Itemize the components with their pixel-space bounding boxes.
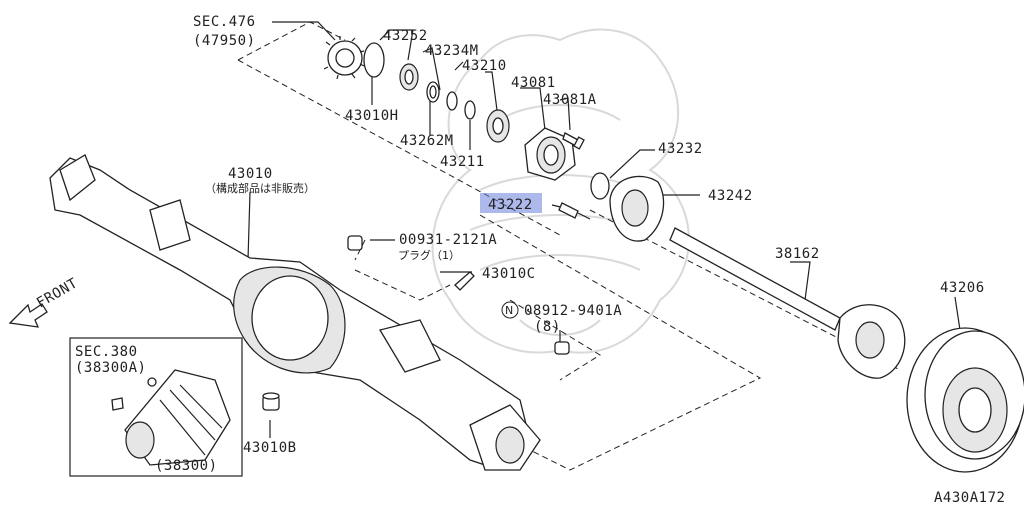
part-43010b-plug[interactable] (262, 392, 280, 411)
part-43242-backing-plate[interactable] (609, 175, 665, 242)
label-43242[interactable]: 43242 (708, 188, 753, 204)
label-sec380[interactable]: SEC.380 (75, 344, 138, 360)
part-00931-plug[interactable] (347, 235, 363, 251)
part-43222-stud[interactable] (558, 202, 591, 220)
label-43081a[interactable]: 43081A (543, 92, 597, 108)
label-qty8: (8) (534, 319, 561, 335)
part-43081a-bolt[interactable] (562, 132, 585, 150)
part-43010c-breather[interactable] (454, 271, 475, 291)
label-43010h[interactable]: 43010H (345, 108, 399, 124)
part-08912-nut[interactable] (554, 341, 570, 355)
label-43010-note: （構成部品は非販売） (205, 181, 315, 195)
label-43232[interactable]: 43232 (658, 141, 703, 157)
label-38300[interactable]: (38300) (155, 458, 218, 474)
label-43081[interactable]: 43081 (511, 75, 556, 91)
label-43262m[interactable]: 43262M (400, 133, 454, 149)
part-43010h-cover[interactable] (363, 42, 385, 78)
inset-sec380-frame (69, 337, 243, 477)
part-43252-bearing[interactable] (399, 63, 419, 91)
front-arrow (8, 303, 48, 328)
label-38300a[interactable]: (38300A) (75, 360, 146, 376)
label-43234m[interactable]: 43234M (425, 43, 479, 59)
part-43210-bearing[interactable] (486, 109, 510, 143)
part-38300-differential[interactable] (111, 369, 231, 466)
part-43010-axle-housing[interactable] (49, 154, 541, 471)
label-38162[interactable]: 38162 (775, 246, 820, 262)
label-front: FRONT (34, 275, 81, 311)
label-43010c[interactable]: 43010C (482, 266, 536, 282)
part-43081-housing[interactable] (524, 127, 576, 181)
label-sec476[interactable]: SEC.476 (193, 14, 256, 30)
part-43234m-snap-ring[interactable] (446, 91, 458, 111)
label-diagram-id: A430A172 (934, 490, 1005, 506)
part-43211-spacer[interactable] (464, 100, 476, 120)
label-43010b[interactable]: 43010B (243, 440, 297, 456)
label-43211[interactable]: 43211 (440, 154, 485, 170)
part-38162-axle-shaft[interactable] (669, 227, 906, 379)
part-43232-seal[interactable] (590, 172, 610, 200)
label-00931[interactable]: 00931-2121A (399, 232, 497, 248)
label-43010[interactable]: 43010 (228, 166, 273, 182)
part-43262m-ring[interactable] (426, 81, 440, 103)
n-circle-marker (501, 301, 519, 319)
label-43210[interactable]: 43210 (462, 58, 507, 74)
label-plug: プラグ（1） (398, 248, 460, 262)
label-08912[interactable]: 08912-9401A (524, 303, 622, 319)
label-n-circle: N (505, 304, 513, 317)
label-43222[interactable]: 43222 (488, 197, 533, 213)
label-43206[interactable]: 43206 (940, 280, 985, 296)
highlight-43222 (480, 193, 542, 213)
label-43252[interactable]: 43252 (383, 28, 428, 44)
part-43206-brake-drum[interactable] (906, 327, 1024, 473)
part-47950-gear[interactable] (323, 36, 365, 80)
label-47950[interactable]: (47950) (193, 33, 256, 49)
